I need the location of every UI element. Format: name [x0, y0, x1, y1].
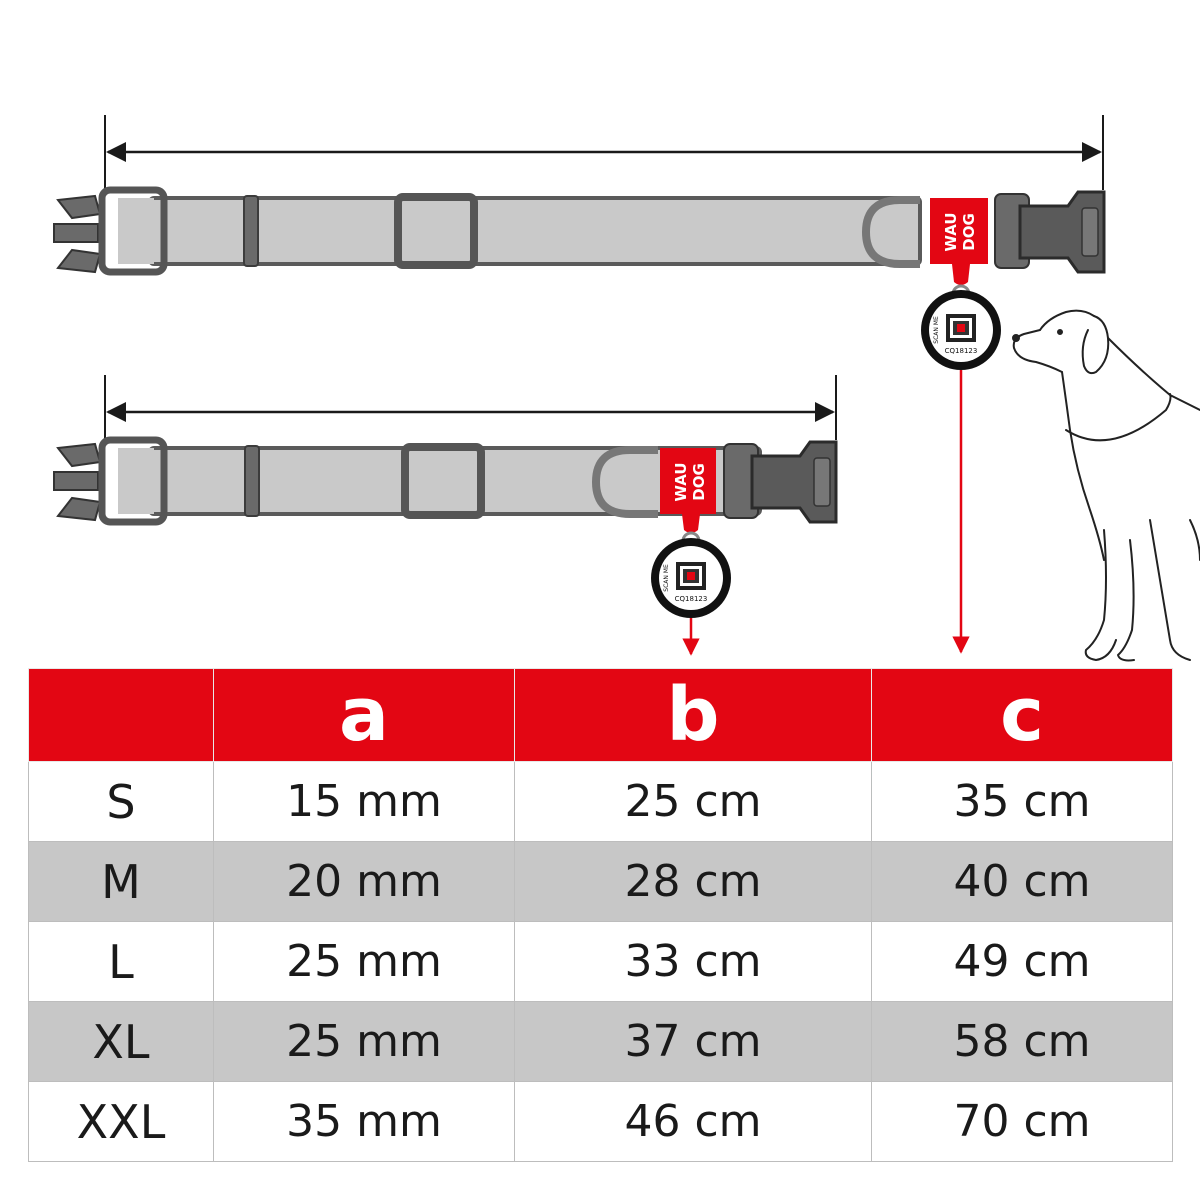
large-tag-brand-1: WAU [942, 212, 960, 251]
header-a: a [213, 668, 515, 762]
min-length-cell: 46 cm [514, 1081, 872, 1162]
buckle-prong-left-small [53, 442, 102, 522]
width-cell: 25 mm [213, 1001, 515, 1082]
min-length-cell: 37 cm [514, 1001, 872, 1082]
size-table: a b c S 15 mm 25 cm 35 cm M 20 mm 28 cm … [28, 668, 1173, 1162]
max-length-cell: 49 cm [871, 921, 1173, 1002]
size-cell: XXL [28, 1081, 214, 1162]
header-c: c [871, 668, 1173, 762]
width-cell: 25 mm [213, 921, 515, 1002]
buckle-prong-left [53, 194, 102, 274]
table-row: XXL 35 mm 46 cm 70 cm [28, 1081, 1173, 1162]
size-cell: S [28, 761, 214, 842]
max-length-cell: 70 cm [871, 1081, 1173, 1162]
min-length-cell: 28 cm [514, 841, 872, 922]
dog-sketch [1012, 309, 1200, 662]
collar-illustration: WAU DOG CQ18123 SCAN ME [53, 115, 1200, 662]
small-tag-brand-2: DOG [690, 463, 708, 501]
min-length-cell: 33 cm [514, 921, 872, 1002]
max-length-cell: 35 cm [871, 761, 1173, 842]
table-row: XL 25 mm 37 cm 58 cm [28, 1001, 1173, 1082]
small-tag-brand-1: WAU [672, 462, 690, 501]
large-qr-tag: CQ18123 SCAN ME [921, 290, 1001, 370]
size-cell: M [28, 841, 214, 922]
width-cell: 15 mm [213, 761, 515, 842]
small-qr-code: CQ18123 [675, 595, 708, 603]
max-length-cell: 40 cm [871, 841, 1173, 922]
small-qr-scan: SCAN ME [663, 564, 670, 592]
size-cell: L [28, 921, 214, 1002]
table-header-row: a b c [28, 668, 1173, 762]
collar-strap [148, 196, 922, 266]
width-cell: 35 mm [213, 1081, 515, 1162]
table-row: L 25 mm 33 cm 49 cm [28, 921, 1173, 1002]
dimension-line-c [104, 115, 1104, 190]
large-tag-brand-2: DOG [960, 213, 978, 251]
header-size [28, 668, 214, 762]
small-collar: WAU DOG CQ18123 SCAN ME [53, 436, 838, 656]
large-qr-code: CQ18123 [945, 347, 978, 355]
dimension-line-b [104, 375, 837, 440]
table-row: M 20 mm 28 cm 40 cm [28, 841, 1173, 922]
large-qr-scan: SCAN ME [933, 316, 940, 344]
header-b: b [514, 668, 872, 762]
table-row: S 15 mm 25 cm 35 cm [28, 761, 1173, 842]
small-qr-tag: CQ18123 SCAN ME [651, 538, 731, 618]
large-collar: WAU DOG CQ18123 SCAN ME [53, 186, 1106, 654]
min-length-cell: 25 cm [514, 761, 872, 842]
size-cell: XL [28, 1001, 214, 1082]
max-length-cell: 58 cm [871, 1001, 1173, 1082]
width-cell: 20 mm [213, 841, 515, 922]
